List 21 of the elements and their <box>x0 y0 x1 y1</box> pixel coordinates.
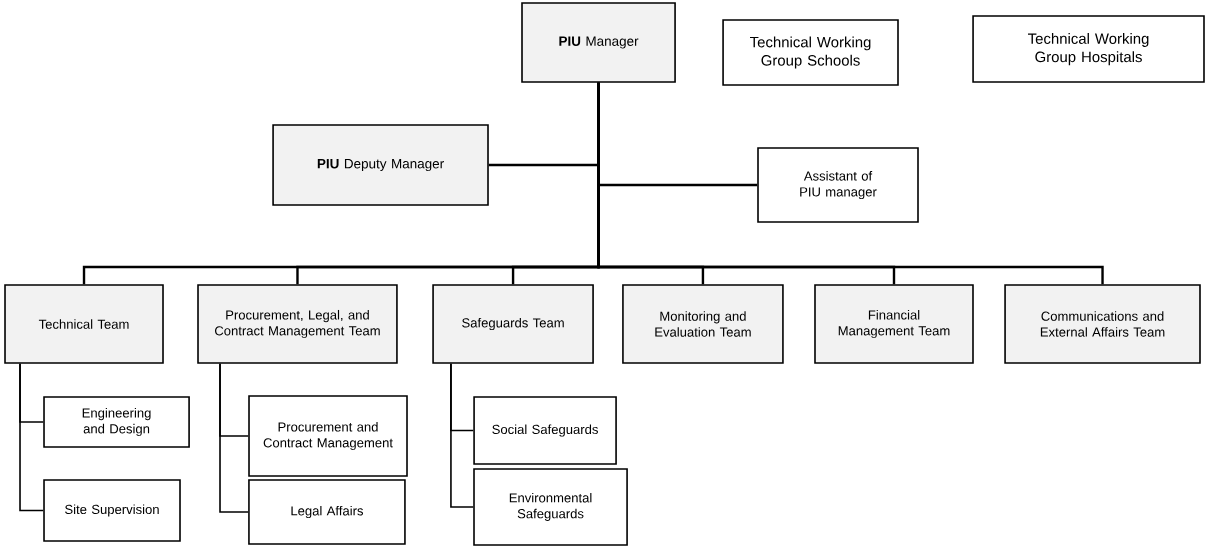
org-box: Technical Team <box>4 284 164 364</box>
org-box: Legal Affairs <box>248 479 406 545</box>
connector-line <box>597 82 1104 285</box>
org-box: Technical Working Group Schools <box>722 19 899 86</box>
org-box: PIU Manager <box>521 2 676 83</box>
org-box: Safeguards Team <box>432 284 594 364</box>
org-box: Monitoring and Evaluation Team <box>622 284 784 364</box>
connector-line <box>450 363 474 508</box>
connector-line <box>219 363 249 513</box>
org-box: Procurement, Legal, and Contract Management Team <box>197 284 398 364</box>
connector-line <box>19 363 44 512</box>
org-box: PIU Deputy Manager <box>272 124 489 206</box>
org-box: Engineering and Design <box>43 396 190 448</box>
org-box: Assistant of PIU manager <box>757 147 919 223</box>
org-box: Procurement and Contract Management <box>248 395 408 477</box>
org-box: Financial Management Team <box>814 284 974 364</box>
org-box: Site Supervision <box>43 479 181 542</box>
org-box: Technical Working Group Hospitals <box>972 15 1205 83</box>
org-box: Communications and External Affairs Team <box>1004 284 1201 364</box>
org-box: Social Safeguards <box>473 396 617 465</box>
org-box: Environmental Safeguards <box>473 468 628 546</box>
